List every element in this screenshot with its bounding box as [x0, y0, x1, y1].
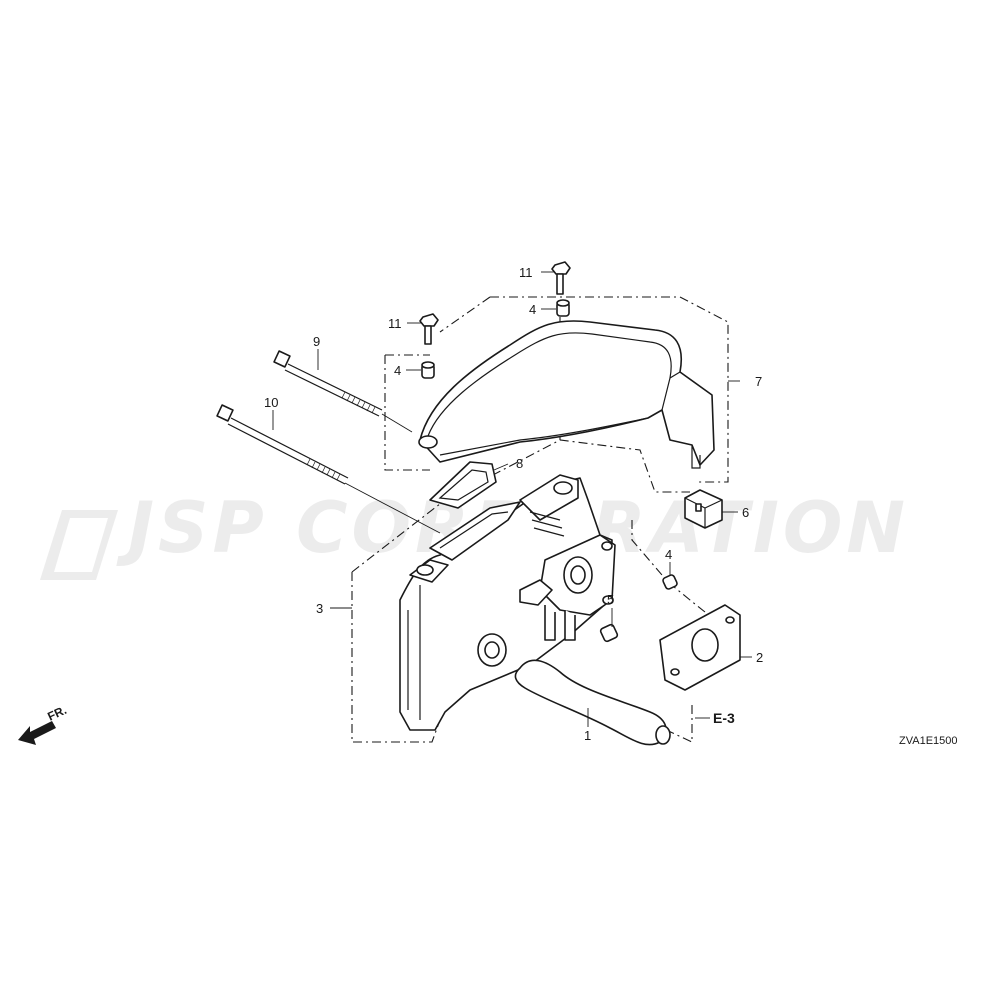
gasket-2: [659, 604, 741, 691]
callout-11-left: 11: [388, 316, 402, 331]
front-arrow-icon: [18, 721, 56, 745]
drawing-code: ZVA1E1500: [899, 735, 958, 747]
front-direction-indicator: FR.: [18, 703, 69, 745]
collar-4-left: [421, 361, 435, 379]
bolt-9: [273, 350, 383, 417]
clip-7: [684, 489, 723, 529]
section-reference: E-3: [713, 710, 735, 726]
plate-3-flange: [519, 534, 616, 641]
cover-6: [418, 320, 715, 469]
callouts: 11 4 11 4 9 10 7 8 6 4 5 2 1 3: [264, 265, 763, 743]
callout-1: 1: [584, 728, 591, 743]
bolt-11-left: [419, 313, 439, 345]
case-3: [399, 474, 613, 731]
callout-4-top: 4: [529, 302, 536, 317]
collar-4-right: [662, 574, 678, 590]
callout-9: 9: [313, 334, 320, 349]
callout-4-right: 4: [665, 547, 672, 562]
callout-3: 3: [316, 601, 323, 616]
callout-8: 8: [516, 456, 523, 471]
callout-10: 10: [264, 395, 278, 410]
watermark-logo-mark: [40, 510, 118, 580]
collar-5: [599, 623, 619, 643]
collar-4-top: [556, 299, 570, 317]
callout-11-top: 11: [519, 265, 533, 280]
bolt-11-top: [551, 261, 571, 295]
callout-7: 6: [742, 505, 749, 520]
callout-5: 5: [607, 592, 614, 607]
leader-lines: [272, 271, 752, 727]
callout-4-left: 4: [394, 363, 401, 378]
callout-2: 2: [756, 650, 763, 665]
bolt-10: [216, 404, 349, 485]
gasket-8: [429, 461, 497, 509]
callout-6: 7: [755, 374, 762, 389]
front-label: FR.: [45, 703, 68, 724]
tube-1: [514, 659, 671, 746]
